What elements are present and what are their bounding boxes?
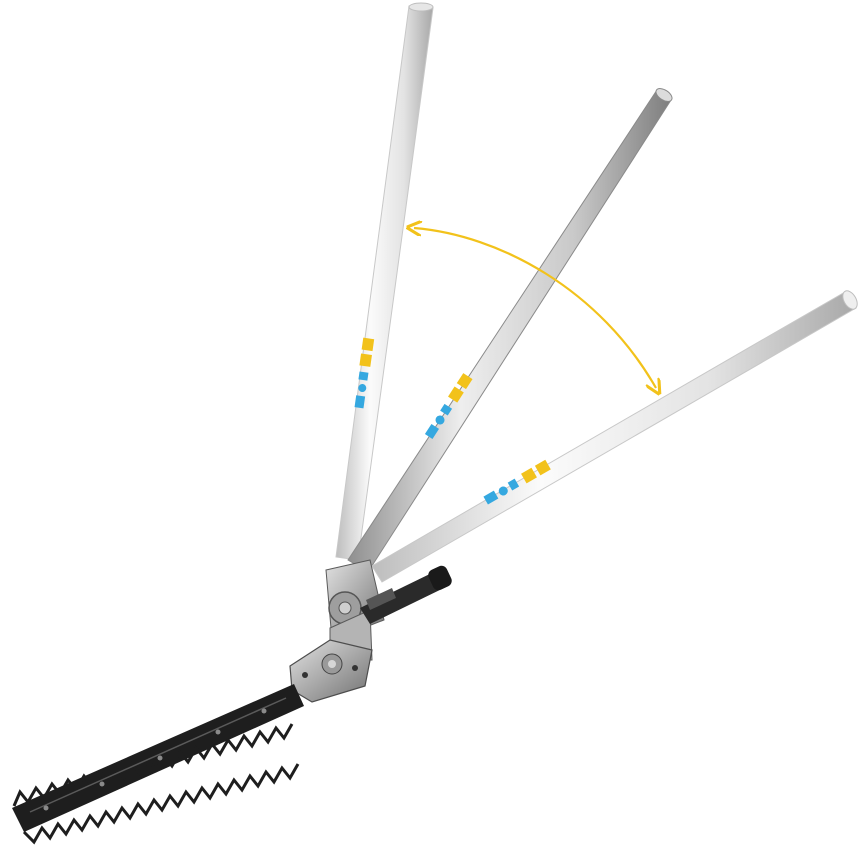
angle-adjust-arrow [414,228,656,388]
hedge-blade [12,684,304,845]
shaft-lower [371,290,858,583]
shaft-upper [335,2,434,561]
blade-teeth-bottom [22,763,300,845]
shaft-upper-label [354,337,375,409]
blade-teeth-top [12,723,294,807]
auxiliary-handle [360,565,452,624]
gearbox-housing [289,639,373,703]
shaft-lower-label [483,459,551,505]
